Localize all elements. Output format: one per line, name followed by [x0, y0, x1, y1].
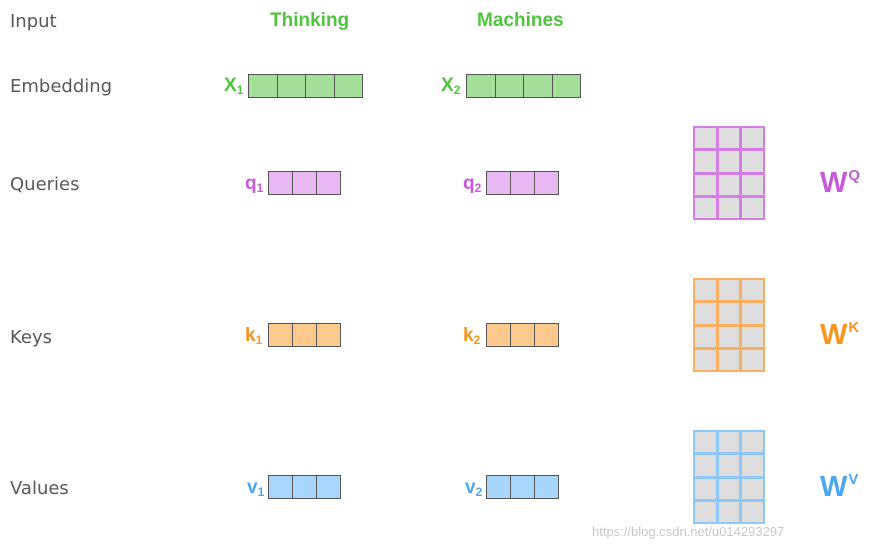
- row-label-keys: Keys: [10, 327, 53, 348]
- label-x1: X1: [224, 75, 244, 97]
- key-vector-k1: [268, 323, 341, 347]
- embedding-vector-x1: [248, 74, 363, 98]
- watermark: https://blog.csdn.net/u014293297: [592, 524, 785, 539]
- label-k2: k2: [463, 325, 481, 347]
- key-vector-k2: [486, 323, 559, 347]
- value-vector-v1: [268, 475, 341, 499]
- label-x2: X2: [441, 75, 461, 97]
- weight-label-wq: WQ: [820, 167, 861, 199]
- input-word-machines: Machines: [477, 10, 564, 31]
- row-label-input: Input: [10, 11, 57, 32]
- query-vector-q1: [268, 171, 341, 195]
- label-q2: q2: [463, 173, 482, 195]
- row-label-values: Values: [10, 478, 69, 499]
- row-label-queries: Queries: [10, 174, 80, 195]
- embedding-vector-x2: [466, 74, 581, 98]
- weight-label-wk: WK: [820, 319, 860, 351]
- query-vector-q2: [486, 171, 559, 195]
- label-v1: v1: [247, 477, 265, 499]
- label-v2: v2: [465, 477, 483, 499]
- weight-label-wv: WV: [820, 471, 859, 503]
- row-label-embedding: Embedding: [10, 76, 113, 97]
- label-q1: q1: [245, 173, 264, 195]
- weight-matrix-wk: [693, 278, 765, 372]
- weight-matrix-wv: [693, 430, 765, 524]
- weight-matrix-wq: [693, 126, 765, 220]
- value-vector-v2: [486, 475, 559, 499]
- label-k1: k1: [245, 325, 263, 347]
- input-word-thinking: Thinking: [270, 10, 350, 31]
